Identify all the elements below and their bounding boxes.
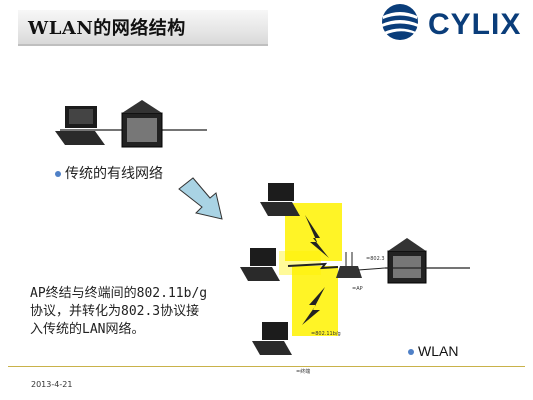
description-line: 协议，并转化为802.3协议接 xyxy=(30,304,200,319)
wired-standard-label: =802.3 xyxy=(366,256,385,262)
description-line: 入传统的LAN网络。 xyxy=(30,322,145,337)
logo-globe-icon xyxy=(382,4,418,40)
access-point-icon xyxy=(336,252,386,278)
description-text: AP终结与终端间的802.11b/g 协议，并转化为802.3协议接 入传统的L… xyxy=(30,285,245,339)
wlan-legend: WLAN xyxy=(408,343,458,359)
wireless-signal-panels xyxy=(279,203,342,336)
arrow-icon xyxy=(178,177,223,220)
server-icon xyxy=(387,238,427,284)
description-line: AP终结与终端间的802.11b/g xyxy=(30,286,208,301)
bullet-icon xyxy=(55,171,61,177)
server-icon xyxy=(121,100,163,148)
wireless-standard-label: =802.11b/g xyxy=(311,331,341,337)
wired-network-diagram xyxy=(55,100,207,148)
bullet-icon xyxy=(408,349,414,356)
title-bar xyxy=(18,10,268,46)
laptop-icon xyxy=(240,248,280,281)
laptop-icon xyxy=(55,106,105,145)
slide-title: WLAN的网络结构 xyxy=(28,18,186,39)
ap-label: =AP xyxy=(352,286,363,292)
slide-date: 2013-4-21 xyxy=(31,380,73,389)
wired-network-caption: 传统的有线网络 xyxy=(55,163,163,183)
terminal-label: =终端 xyxy=(296,369,311,375)
laptop-icon xyxy=(252,322,292,355)
company-logo-text: CYLIX xyxy=(428,8,522,41)
footer-divider xyxy=(8,366,525,367)
laptop-icon xyxy=(260,183,300,216)
